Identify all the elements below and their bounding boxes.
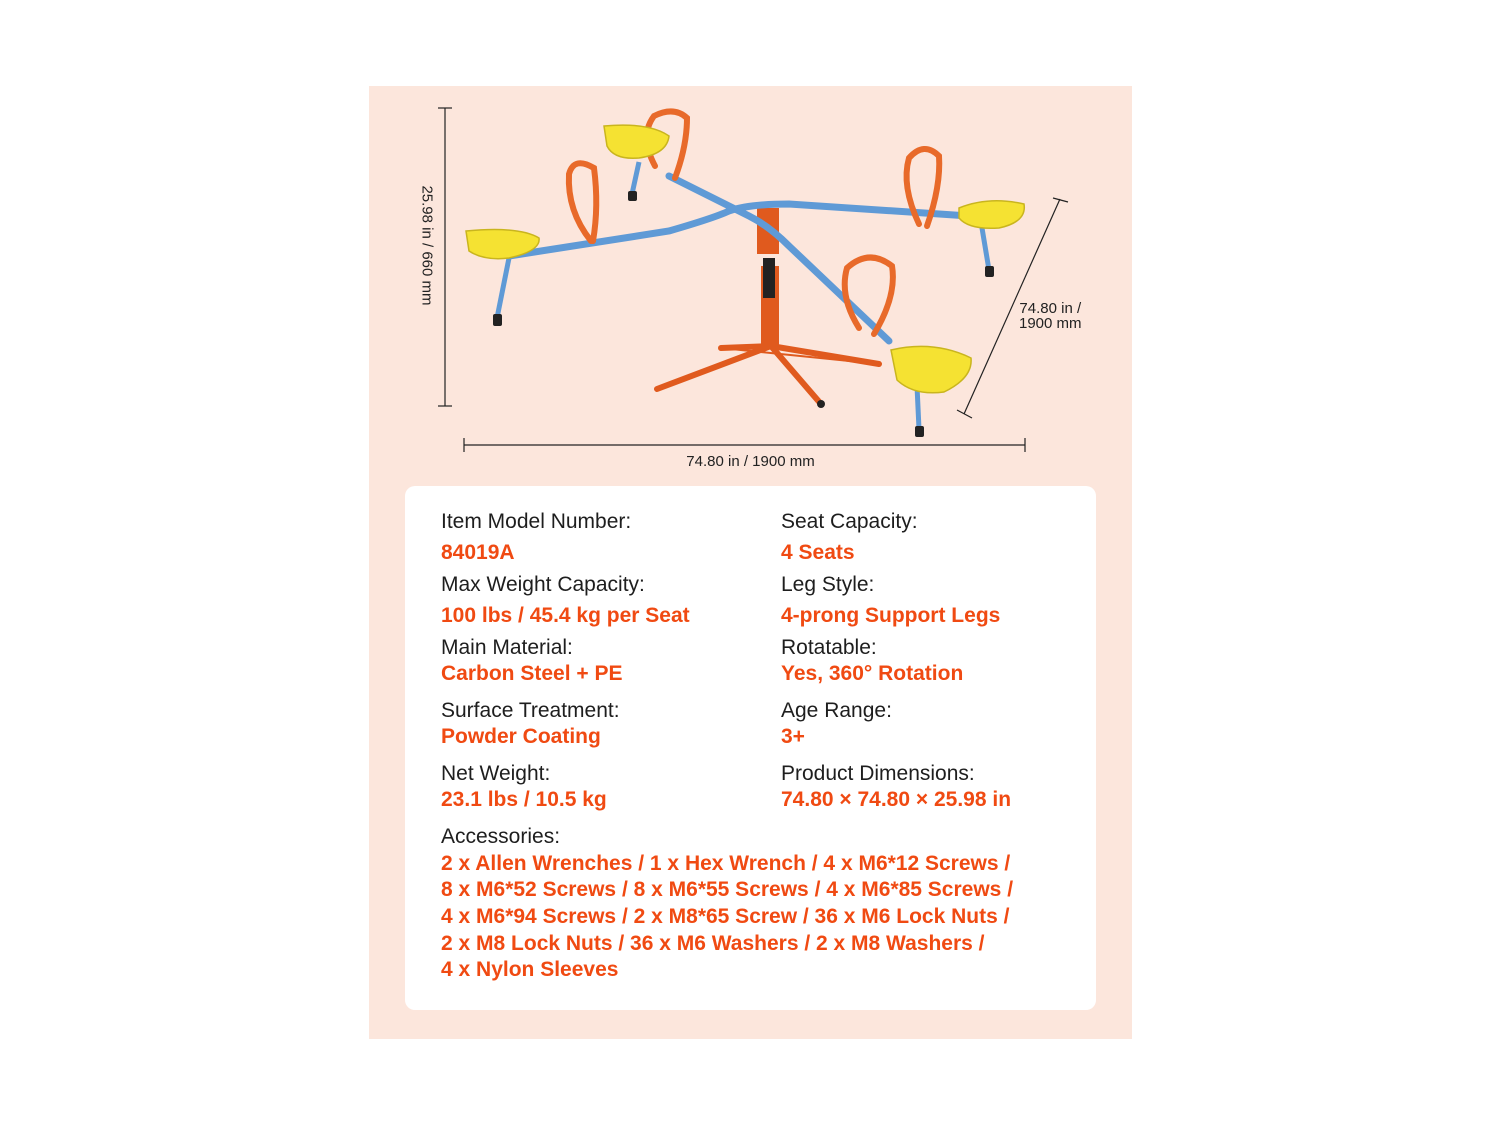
width-dimension-line — [463, 438, 1026, 452]
model-number-value: 84019A — [441, 541, 515, 564]
main-material-label: Main Material: — [441, 636, 573, 659]
accessories-line: 2 x Allen Wrenches / 1 x Hex Wrench / 4 … — [441, 852, 1011, 875]
depth-dimension-line — [956, 197, 1069, 419]
leg-style-value: 4-prong Support Legs — [781, 604, 1001, 627]
height-dimension-line — [438, 107, 452, 407]
surface-treatment-value: Powder Coating — [441, 725, 601, 748]
surface-treatment-label: Surface Treatment: — [441, 699, 620, 722]
max-weight-value: 100 lbs / 45.4 kg per Seat — [441, 604, 690, 627]
net-weight-value: 23.1 lbs / 10.5 kg — [441, 788, 607, 811]
leg-style-label: Leg Style: — [781, 573, 875, 596]
model-number-label: Item Model Number: — [441, 510, 632, 533]
net-weight-label: Net Weight: — [441, 762, 551, 785]
accessories-label: Accessories: — [441, 825, 561, 848]
rotatable-value: Yes, 360° Rotation — [781, 662, 964, 685]
seat-capacity-value: 4 Seats — [781, 541, 855, 564]
main-material-value: Carbon Steel + PE — [441, 662, 623, 685]
product-dimensions-label: Product Dimensions: — [781, 762, 975, 785]
product-panel: 25.98 in / 660 mm 74.80 in / 1900 mm 74.… — [369, 86, 1132, 1039]
accessories-line: 4 x Nylon Sleeves — [441, 958, 619, 981]
depth-dimension-label: 74.80 in / 1900 mm — [1019, 300, 1082, 332]
base-legs — [654, 343, 882, 407]
accessories-line: 8 x M6*52 Screws / 8 x M6*55 Screws / 4 … — [441, 878, 1014, 901]
width-dimension-label: 74.80 in / 1900 mm — [686, 453, 815, 470]
accessories-line: 4 x M6*94 Screws / 2 x M8*65 Screw / 36 … — [441, 905, 1010, 928]
age-range-value: 3+ — [781, 725, 805, 748]
accessories-line: 2 x M8 Lock Nuts / 36 x M6 Washers / 2 x… — [441, 932, 985, 955]
rotatable-label: Rotatable: — [781, 636, 877, 659]
product-dimensions-value: 74.80 × 74.80 × 25.98 in — [781, 788, 1012, 811]
seat-capacity-label: Seat Capacity: — [781, 510, 918, 533]
specifications-card: Item Model Number: 84019A Seat Capacity:… — [405, 486, 1096, 1010]
age-range-label: Age Range: — [781, 699, 892, 722]
seesaw-illustration — [438, 107, 1069, 452]
max-weight-label: Max Weight Capacity: — [441, 573, 645, 596]
